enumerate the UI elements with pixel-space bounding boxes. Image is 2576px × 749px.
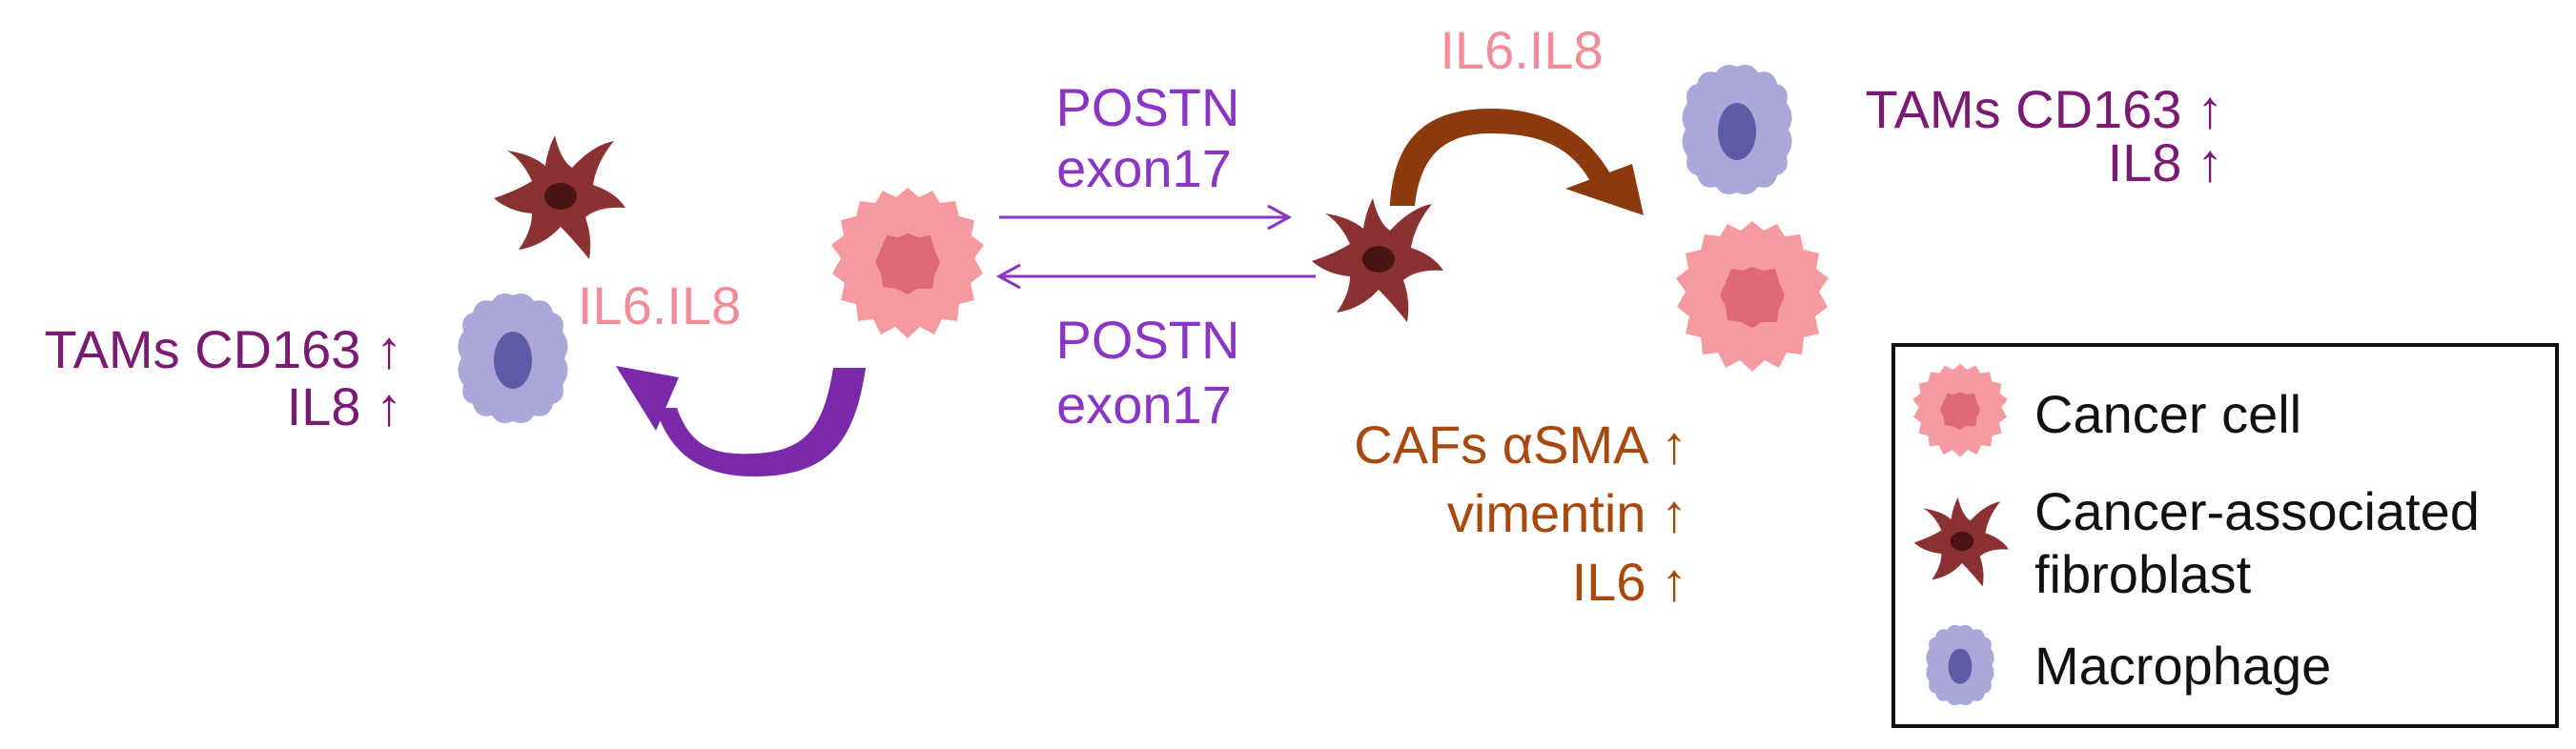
top-exon-label: exon17 (1056, 138, 1232, 198)
legend-macrophage: Macrophage (2034, 636, 2331, 696)
right-cytokine-label: IL6.IL8 (1440, 20, 1603, 80)
right-il8-label: IL8 ↑ (2108, 132, 2223, 192)
left-il8-label: IL8 ↑ (287, 376, 402, 436)
left-tams-label: TAMs CD163 ↑ (45, 319, 402, 379)
left-cytokine-label: IL6.IL8 (578, 275, 741, 335)
exchange-arrow-left (995, 263, 1316, 290)
top-postn-label: POSTN (1056, 77, 1240, 137)
il6-label: IL6 ↑ (1572, 552, 1687, 612)
curved-arrow-icon (616, 366, 866, 476)
exchange-arrow-right (999, 204, 1293, 231)
cancer-cell-icon (831, 188, 984, 338)
right-tams-label: TAMs CD163 ↑ (1866, 79, 2223, 139)
bottom-postn-label: POSTN (1056, 310, 1240, 370)
legend-cancer-cell: Cancer cell (2034, 384, 2301, 444)
legend: Cancer cell Cancer-associated fibroblast… (1891, 343, 2559, 728)
macrophage-icon (1926, 624, 1994, 706)
bottom-exon-label: exon17 (1056, 374, 1232, 435)
macrophage-icon (1682, 65, 1792, 194)
macrophage-icon (458, 294, 568, 423)
vimentin-label: vimentin ↑ (1447, 483, 1687, 543)
legend-caf-line2: fibroblast (2034, 544, 2252, 604)
curved-arrow-icon (1390, 109, 1644, 215)
fibroblast-icon (494, 135, 625, 259)
cancer-cell-icon (1676, 221, 1829, 372)
fibroblast-icon (1312, 198, 1443, 322)
cafs-label: CAFs αSMA ↑ (1354, 415, 1687, 475)
legend-box (1891, 343, 2559, 728)
legend-caf-line1: Cancer-associated (2034, 481, 2480, 541)
